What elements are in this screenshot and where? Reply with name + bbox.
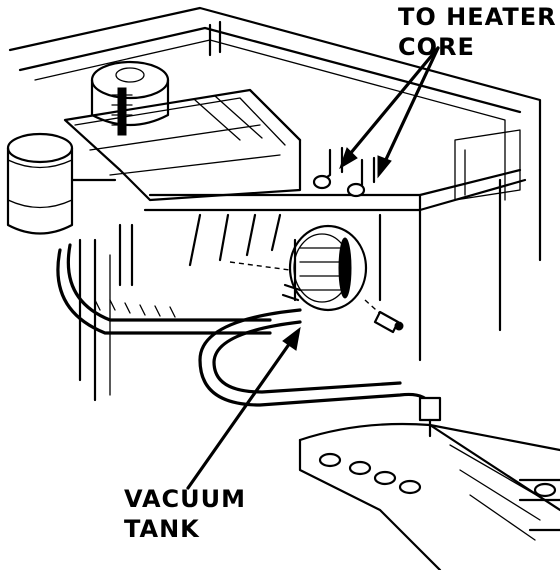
heater-pipes (208, 20, 376, 198)
intake-manifold (298, 396, 560, 570)
engine-block (8, 6, 542, 402)
vacuum-tank-arrow (186, 326, 301, 490)
canister (6, 132, 117, 235)
vacuum-tank-label: VACUUM TANK (124, 484, 246, 544)
heater-core-label: TO HEATER CORE (398, 2, 557, 62)
heater-core-arrows (339, 46, 440, 179)
breather-cap (90, 60, 170, 136)
valve-cover (63, 88, 302, 202)
heater-core-label-line1: TO HEATER (398, 3, 557, 31)
vacuum-tank-label-line1: VACUUM (124, 485, 246, 513)
vacuum-hoses (56, 223, 432, 407)
mounting-bracket (188, 213, 282, 267)
vacuum-tank (229, 224, 404, 334)
heater-core-label-line2: CORE (398, 33, 475, 61)
vacuum-tank-label-line2: TANK (124, 515, 200, 543)
